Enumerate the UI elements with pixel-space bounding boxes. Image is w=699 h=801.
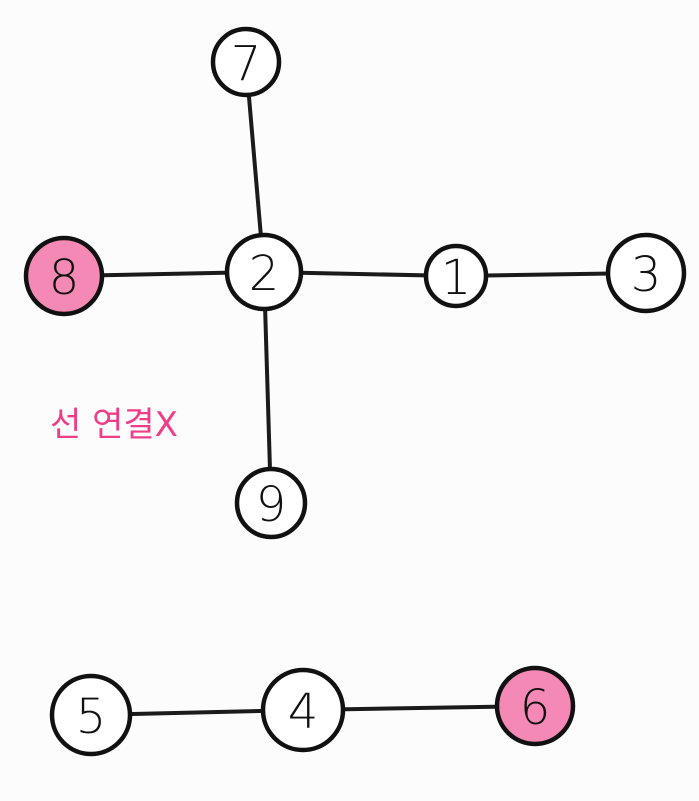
node-label-1: 1	[441, 250, 472, 306]
node-circle-9	[234, 466, 308, 540]
node-label-9: 9	[256, 477, 287, 533]
node-1: 1	[423, 243, 489, 309]
node-circle-8	[23, 235, 105, 317]
node-7: 7	[210, 26, 282, 98]
node-circle-3	[605, 232, 687, 314]
node-circle-6	[494, 665, 576, 747]
node-3: 3	[605, 232, 687, 314]
note-text: 선 연결X	[50, 405, 178, 445]
node-label-8: 8	[49, 250, 80, 306]
node-circle-7	[210, 26, 282, 98]
node-circle-2	[224, 232, 304, 312]
node-label-3: 3	[631, 247, 662, 303]
node-circle-4	[260, 667, 346, 753]
node-8: 8	[23, 235, 105, 317]
node-5: 5	[49, 673, 133, 757]
node-9: 9	[234, 466, 308, 540]
node-4: 4	[260, 667, 346, 753]
node-6: 6	[494, 665, 576, 747]
edges-layer	[62, 60, 648, 717]
node-circle-1	[423, 243, 489, 309]
node-label-7: 7	[231, 36, 262, 92]
node-label-6: 6	[520, 680, 551, 736]
node-2: 2	[224, 232, 304, 312]
node-circle-5	[49, 673, 133, 757]
node-label-5: 5	[76, 689, 107, 745]
node-label-2: 2	[249, 246, 280, 302]
node-label-4: 4	[288, 684, 319, 740]
